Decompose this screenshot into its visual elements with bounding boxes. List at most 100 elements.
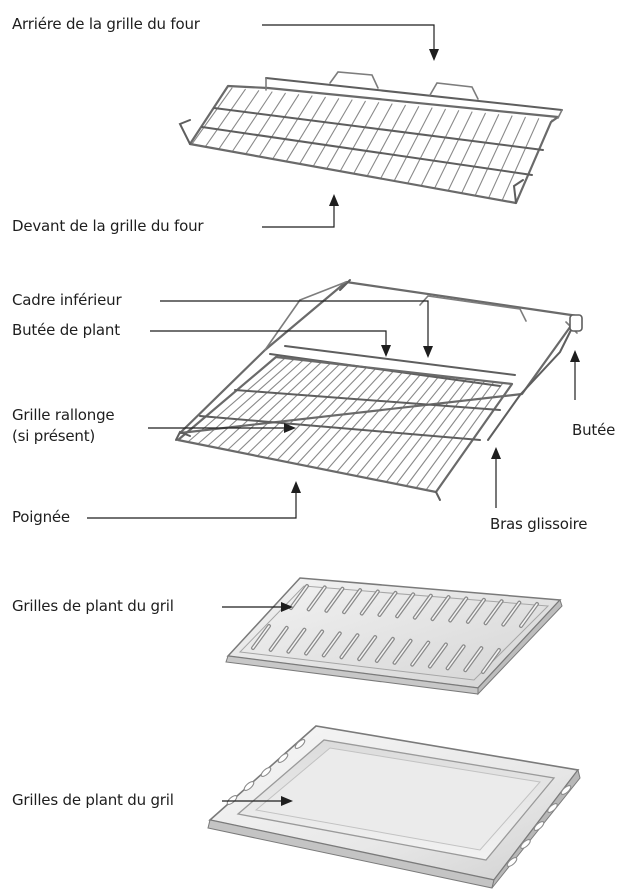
pan-slot-highlight [484,600,503,624]
pan-slot-highlight [252,625,270,649]
rack-wire [501,118,540,201]
extension-rack-wire [236,362,332,453]
extension-rack-wire [227,361,322,451]
label-rack-stop: Butée de plant [12,321,120,339]
extension-rack-wire [306,369,395,467]
tray-rim-hole [520,839,531,849]
pan-slot-highlight [323,632,341,657]
tray-rim-hole [560,785,572,795]
pan-slot-highlight [467,599,485,623]
tray-rim-hole [226,795,238,805]
tray-rim-hole [243,781,255,791]
pan-slot-highlight [378,592,397,616]
rack-wire [339,102,380,172]
rack-wire [488,116,526,198]
tray-rim-hole [506,857,518,867]
label-rack-back: Arriére de la grille du four [12,15,200,33]
rack-wire [393,107,433,181]
pan-slot-highlight [343,589,361,613]
pan-slot-highlight [393,640,412,664]
extension-rack-wire [405,380,486,487]
tray-rim-hole [260,767,272,777]
tray-rim-hole [533,821,545,831]
rack-wire [447,112,486,191]
label-stop: Butée [572,421,616,439]
extension-rack-wire [266,365,359,459]
rack-wire [380,106,420,179]
rack-wire [218,90,260,150]
tray-rim-hole [547,803,558,813]
label-baking-tray: Grilles de plant du gril [12,791,174,809]
rack-wire [366,104,406,176]
pan-slot-highlight [431,596,450,620]
label-extension-rack: Grille rallonge [12,406,115,424]
pan-slot-highlight [429,643,447,668]
tray-rim-hole [277,753,289,763]
extension-rack-wire [207,359,304,447]
rack-wire [245,92,286,155]
extension-rack-wire [425,382,504,491]
extension-rack-wire [346,374,431,475]
extension-rack-wire [375,377,459,481]
label-handle: Poignée [12,508,70,526]
leader-lines [87,24,580,806]
label-lower-frame: Cadre inférieur [12,291,122,309]
tray-rim-hole [294,739,306,749]
rack-wire [258,94,300,157]
rack-wire [204,88,246,147]
pan-slot-highlight [502,601,521,626]
label-broil-pan: Grilles de plant du gril [12,597,174,615]
pan-slot-highlight [520,603,538,627]
pan-slot-highlight [361,590,379,615]
oven-rack-illustration [178,71,563,205]
extension-rack-wire [395,379,477,485]
pan-slot-highlight [376,638,394,662]
extension-rack-wire [246,363,341,455]
pan-slot-highlight [290,585,308,609]
rack-wire [272,95,313,160]
rack-wire [312,99,353,167]
extension-rack-wire [256,364,350,457]
extension-rack-wire [385,378,468,483]
rack-wire [434,111,473,189]
pan-slot-highlight [464,647,483,671]
label-extension-rack-note: (si présent) [12,427,96,445]
rack-wire [474,115,513,196]
rack-wire [353,103,393,174]
rack-wire [420,110,460,186]
extension-rack-wire [276,366,368,461]
rack-wire [285,96,326,162]
extension-rack-wire [356,375,440,477]
pan-slot-highlight [269,627,288,651]
pan-slot-highlight [358,636,376,660]
extension-rack-wire [326,372,413,471]
pan-slot-highlight [396,593,414,618]
extension-rack-illustration [175,279,583,501]
broil-pan-illustration [225,577,563,696]
pan-slot-highlight [482,649,500,673]
label-slide-arm: Bras glissoire [490,515,588,533]
pan-slot-highlight [340,634,359,658]
pan-slot-highlight [305,630,323,655]
extension-rack-wire [217,360,313,449]
pan-slot-highlight [414,594,432,619]
pan-slot-highlight [325,588,344,612]
pan-slot-highlight [449,597,467,622]
rack-wire [407,108,446,184]
extension-rack-wire [316,370,404,469]
rack-wire [326,100,366,169]
pan-slot-highlight [287,628,306,653]
extension-rack-wire [296,368,386,465]
rack-wire [231,91,273,152]
pan-slot-highlight [446,645,465,670]
pan-slot-highlight [411,641,429,666]
rack-wire [299,98,340,164]
extension-rack-wire [336,373,422,473]
rack-wire [461,114,500,193]
baking-tray-illustration [207,725,581,889]
extension-rack-wire [365,376,450,479]
rack-wire [191,87,233,145]
pan-slot-highlight [307,586,326,611]
